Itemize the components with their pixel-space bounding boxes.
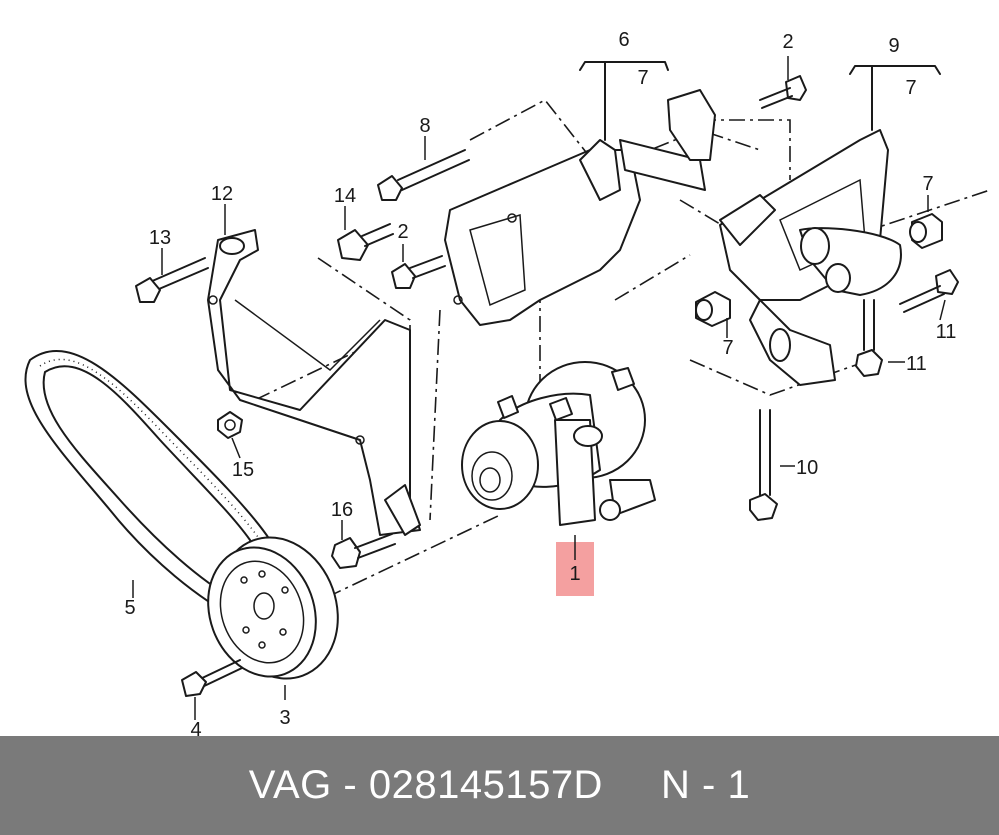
group-brackets <box>579 61 941 141</box>
quantity-note: N - 1 <box>661 763 751 807</box>
callout-2-left: 2 <box>397 221 408 243</box>
bolt-11-lower <box>855 299 883 377</box>
callout-7-group9: 7 <box>905 77 916 99</box>
callout-1: 1 <box>569 563 580 585</box>
part-number-banner: VAG - 028145157D N - 1 <box>0 736 999 835</box>
pulley-bolt <box>181 659 243 697</box>
callout-13: 13 <box>149 227 171 249</box>
callout-14: 14 <box>334 185 356 207</box>
banner-gap <box>603 763 661 808</box>
callout-4: 4 <box>190 719 201 736</box>
callout-15: 15 <box>232 459 254 481</box>
bolt-13 <box>135 257 209 303</box>
callout-8: 8 <box>419 115 430 137</box>
callout-9: 9 <box>888 35 899 57</box>
bolt-2-top <box>759 75 807 109</box>
right-bracket <box>719 129 902 386</box>
bolt-10 <box>749 409 778 521</box>
bolt-14 <box>337 223 394 261</box>
bolt-2-left <box>391 255 446 289</box>
power-steering-pump <box>461 361 656 526</box>
left-bracket <box>207 229 421 536</box>
callout-7-lower: 7 <box>722 337 733 359</box>
callout-7-group6: 7 <box>637 67 648 89</box>
bushing-7-lower <box>695 291 731 327</box>
bolt-16 <box>331 533 396 569</box>
nut-15 <box>217 411 243 439</box>
callout-16: 16 <box>331 499 353 521</box>
bolt-8 <box>377 149 470 201</box>
leader-lines <box>132 56 946 720</box>
brand-label: VAG <box>248 763 332 807</box>
bolt-11-upper <box>899 269 959 313</box>
brand-separator: - <box>331 763 369 807</box>
callout-12: 12 <box>211 183 233 205</box>
callout-2-top: 2 <box>782 31 793 53</box>
callout-labels: 1 2 2 3 4 5 6 7 7 7 7 8 9 10 11 11 12 13… <box>124 29 956 736</box>
callout-7-right: 7 <box>922 173 933 195</box>
center-bracket <box>444 89 716 326</box>
exploded-parts-diagram: 1 2 2 3 4 5 6 7 7 7 7 8 9 10 11 11 12 13… <box>24 29 991 736</box>
callout-10: 10 <box>796 457 818 479</box>
callout-11-lower: 11 <box>906 353 927 375</box>
callout-3: 3 <box>279 707 290 729</box>
diagram-canvas: 1 2 2 3 4 5 6 7 7 7 7 8 9 10 11 11 12 13… <box>24 29 991 736</box>
part-number: 028145157D <box>368 763 603 807</box>
bushing-7-right <box>909 213 943 249</box>
callout-11-upper: 11 <box>936 321 957 343</box>
pulley <box>207 536 339 680</box>
callout-5: 5 <box>124 597 135 619</box>
callout-6: 6 <box>618 29 629 51</box>
